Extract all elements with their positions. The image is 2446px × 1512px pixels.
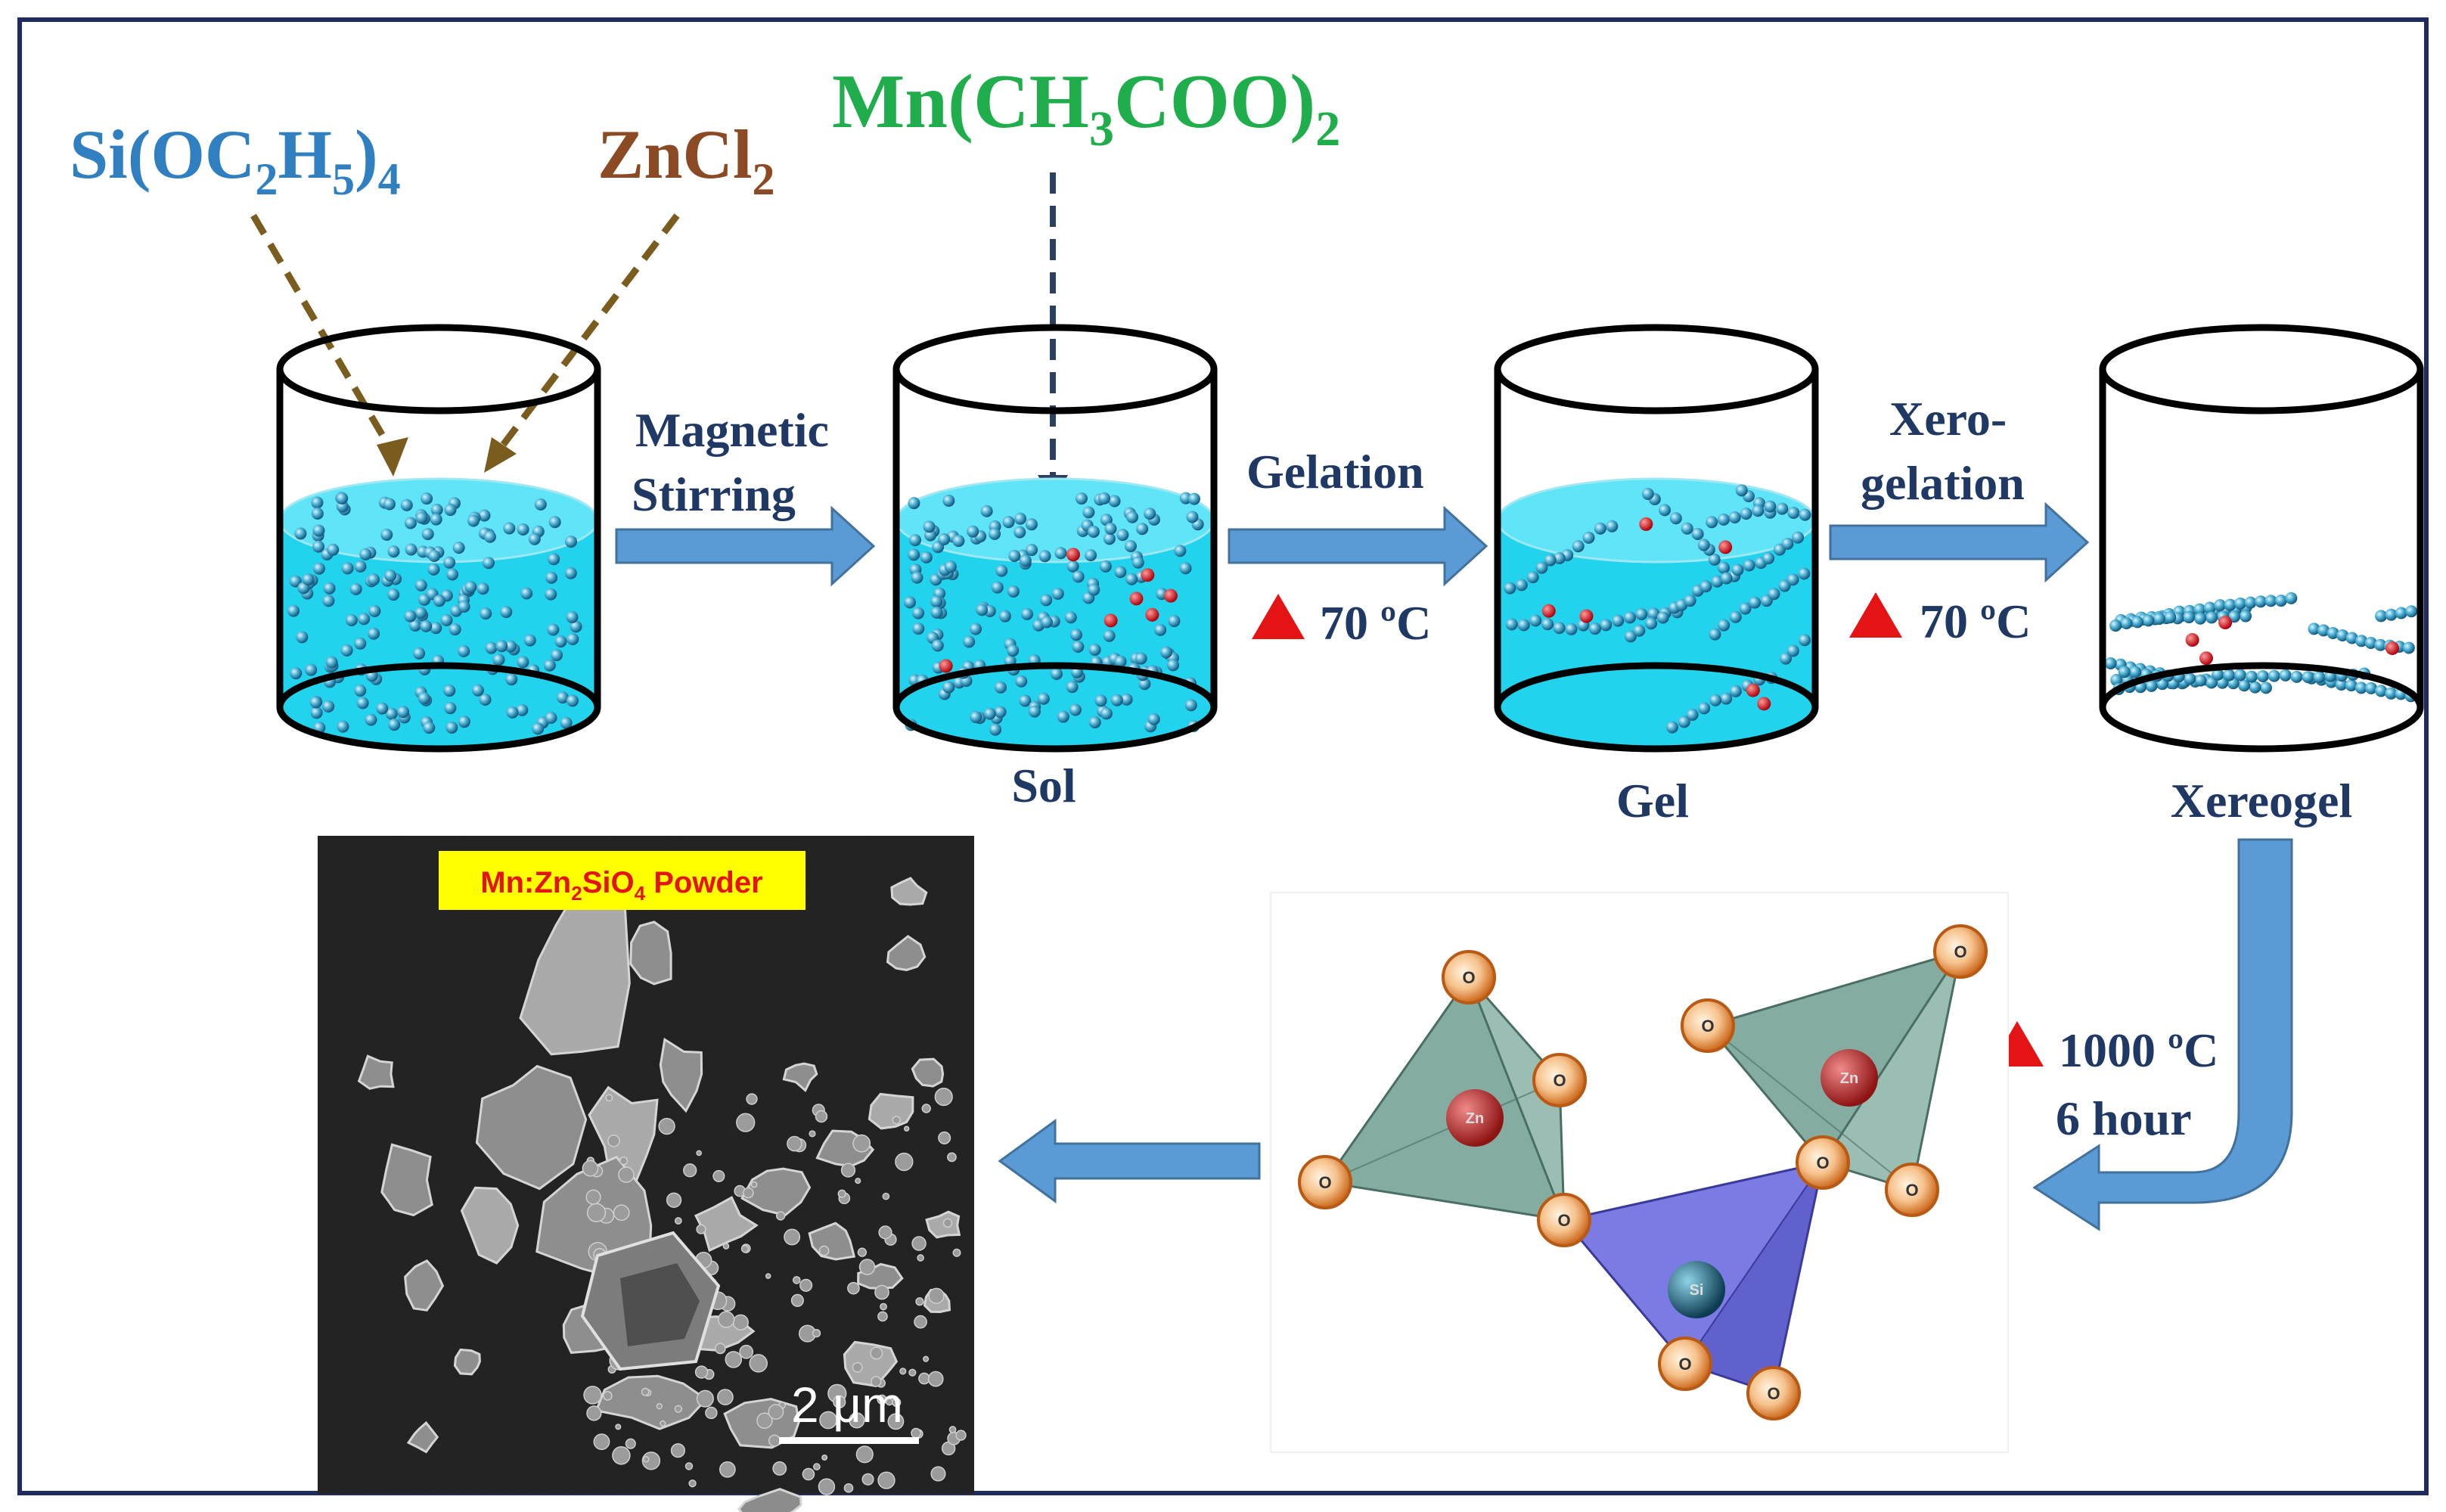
zinc-label: Zn — [1466, 1110, 1484, 1127]
sem-scale-label: 2 μm — [791, 1377, 903, 1433]
beaker-gel — [1494, 324, 1819, 753]
oxygen-atom: O — [1885, 1163, 1939, 1217]
oxygen-atom: O — [1746, 1366, 1801, 1420]
zinc-atom: Zn — [1821, 1049, 1878, 1107]
figure-frame — [17, 17, 2429, 1495]
label-xero: Xero- — [1889, 392, 2007, 446]
reagent-teos: Si(OC2H5)4 — [70, 116, 401, 204]
heat-triangle-2 — [1849, 592, 1902, 638]
oxygen-label: O — [1767, 1384, 1780, 1403]
oxygen-label: O — [1553, 1071, 1566, 1090]
arrow-gelation — [1228, 505, 1488, 587]
heat-triangle-1 — [1252, 594, 1305, 639]
oxygen-atom: O — [1532, 1053, 1587, 1107]
beaker-precursors — [276, 324, 601, 753]
label-xereogel: Xereogel — [2171, 774, 2352, 827]
beaker-gel-particles — [1504, 484, 1811, 734]
beaker-xerogel — [2099, 324, 2424, 753]
oxygen-atom: O — [1442, 950, 1496, 1004]
oxygen-label: O — [1701, 1017, 1714, 1035]
oxygen-atom: O — [1933, 924, 1988, 979]
oxygen-label: O — [1462, 968, 1475, 987]
oxygen-label: O — [1557, 1211, 1570, 1230]
reagent-zncl2: ZnCl2 — [598, 116, 775, 204]
arrow-to-sem — [998, 1119, 1261, 1203]
oxygen-label: O — [1318, 1173, 1331, 1192]
oxygen-atom: O — [1658, 1337, 1712, 1391]
temp-gelation: 70 ºC — [1320, 596, 1431, 650]
oxygen-atom: O — [1796, 1135, 1850, 1190]
oxygen-label: O — [1678, 1355, 1691, 1374]
temp-anneal: 1000 ºC — [2059, 1023, 2218, 1077]
silicon-atom: Si — [1668, 1261, 1725, 1318]
zinc-label: Zn — [1840, 1070, 1858, 1087]
label-sol: Sol — [1011, 759, 1076, 812]
zn-tetrahedron-left — [1323, 976, 1566, 1222]
beaker-precursors-particles — [287, 492, 582, 735]
arrow-stirring — [615, 505, 876, 587]
label-gel: Gel — [1616, 774, 1689, 827]
reagent-mn-acetate: Mn(CH3COO)2 — [832, 59, 1340, 157]
oxygen-label: O — [1905, 1181, 1918, 1200]
silicon-label: Si — [1690, 1282, 1704, 1299]
sem-tag: Mn:Zn2SiO4 Powder — [480, 866, 762, 905]
label-stirring: Stirring — [632, 467, 796, 521]
oxygen-atom: O — [1681, 998, 1735, 1053]
time-anneal: 6 hour — [2056, 1091, 2192, 1145]
zinc-atom: Zn — [1446, 1089, 1504, 1147]
label-gelation: Gelation — [1246, 445, 1424, 498]
arrow-anneal — [2032, 838, 2293, 1231]
temp-xerogelation: 70 ºC — [1920, 595, 2031, 648]
oxygen-label: O — [1816, 1153, 1829, 1172]
beaker-xerogel-particles — [2104, 591, 2418, 703]
oxygen-atom: O — [1298, 1155, 1352, 1209]
label-gelation-2: gelation — [1861, 456, 2025, 510]
process-arrows — [615, 501, 2293, 1231]
oxygen-atom: O — [1537, 1193, 1591, 1247]
beaker-sol — [892, 324, 1218, 753]
oxygen-label: O — [1954, 942, 1966, 961]
label-magnetic: Magnetic — [635, 403, 829, 457]
sem-image: Mn:Zn2SiO4 Powder 2 μm — [318, 836, 974, 1512]
sem-tag-background — [439, 851, 806, 910]
arrow-xerogelation — [1829, 501, 2090, 583]
beaker-sol-particles — [904, 492, 1204, 736]
sem-scale-bar — [779, 1437, 919, 1444]
